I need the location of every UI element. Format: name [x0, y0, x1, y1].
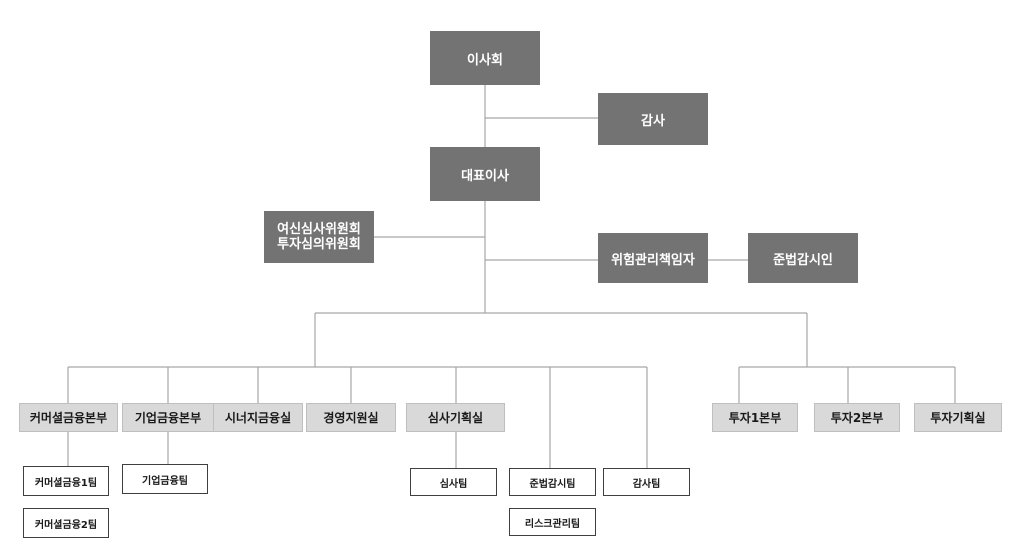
- division-synergy-finance: 시너지금융실: [213, 403, 303, 432]
- division-review-planning: 심사기획실: [406, 403, 505, 432]
- investment-review-committee-label: 투자심의위원회: [277, 237, 361, 252]
- ceo-box: 대표이사: [430, 147, 540, 201]
- division-corporate-finance: 기업금융본부: [122, 403, 214, 432]
- board-box: 이사회: [430, 31, 540, 85]
- team-commercial-finance-1: 커머셜금융1팀: [23, 466, 109, 496]
- team-audit: 감사팀: [603, 468, 690, 496]
- division-investment-planning: 투자기획실: [914, 403, 1002, 432]
- team-corporate-finance: 기업금융팀: [122, 464, 208, 494]
- committees-box: 여신심사위원회 투자심의위원회: [264, 211, 374, 263]
- division-investment-2: 투자2본부: [814, 403, 900, 432]
- team-review: 심사팀: [410, 468, 497, 496]
- division-investment-1: 투자1본부: [712, 403, 798, 432]
- team-commercial-finance-2: 커머셜금융2팀: [23, 508, 109, 538]
- division-management-support: 경영지원실: [306, 403, 396, 432]
- credit-review-committee-label: 여신심사위원회: [277, 222, 361, 237]
- risk-officer-box: 위험관리책임자: [598, 233, 708, 283]
- team-risk-management: 리스크관리팀: [509, 508, 596, 536]
- team-compliance: 준법감시팀: [509, 468, 596, 496]
- compliance-officer-box: 준법감시인: [748, 233, 858, 283]
- division-commercial-finance: 커머셜금융본부: [19, 403, 118, 432]
- audit-box: 감사: [598, 93, 708, 145]
